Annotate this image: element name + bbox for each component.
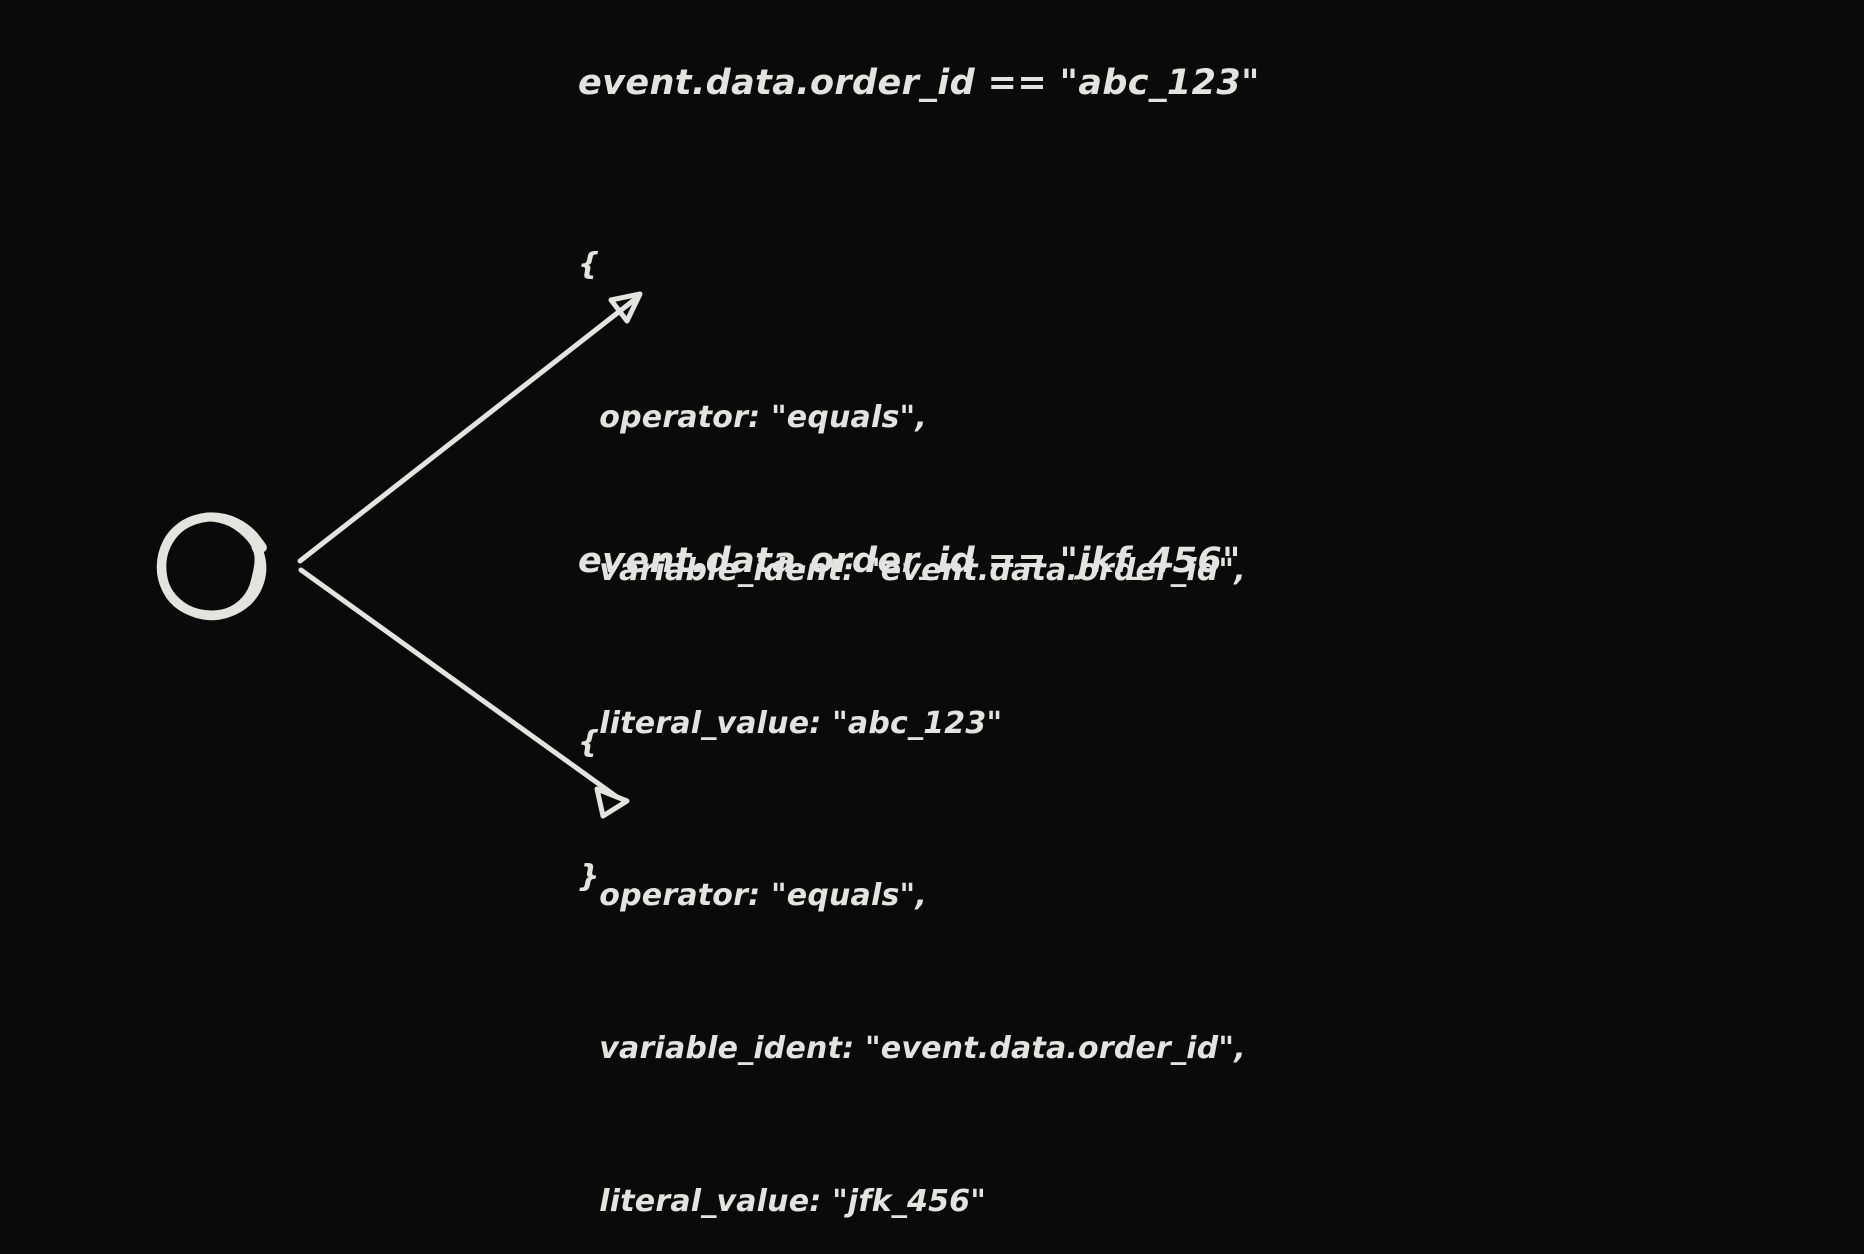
branch-1-title: event.data.order_id == "abc_123" <box>578 63 1260 103</box>
branch-1-code: { operator: "equals", variable_ident: "e… <box>578 137 1698 1004</box>
code-line: operator: "equals", <box>578 878 927 913</box>
branch-2-code: { operator: "equals", variable_ident: "e… <box>578 615 1698 1254</box>
branch-block-1: event.data.order_id == "abc_123" { opera… <box>578 66 1698 1004</box>
code-line: variable_ident: "event.data.order_id", <box>578 553 1246 588</box>
branch-block-2: event.data.order_id == "jkf_456" { opera… <box>578 544 1698 1254</box>
root-node[interactable] <box>160 518 256 614</box>
code-line: { <box>578 247 600 282</box>
code-line: operator: "equals", <box>578 400 927 435</box>
code-line: literal_value: "jfk_456" <box>578 1184 987 1219</box>
code-line: literal_value: "abc_123" <box>578 706 1003 741</box>
branch-2-title: event.data.order_id == "jkf_456" <box>578 541 1241 581</box>
code-line: variable_ident: "event.data.order_id", <box>578 1031 1246 1066</box>
code-line: } <box>578 859 600 894</box>
code-line: { <box>578 725 600 760</box>
